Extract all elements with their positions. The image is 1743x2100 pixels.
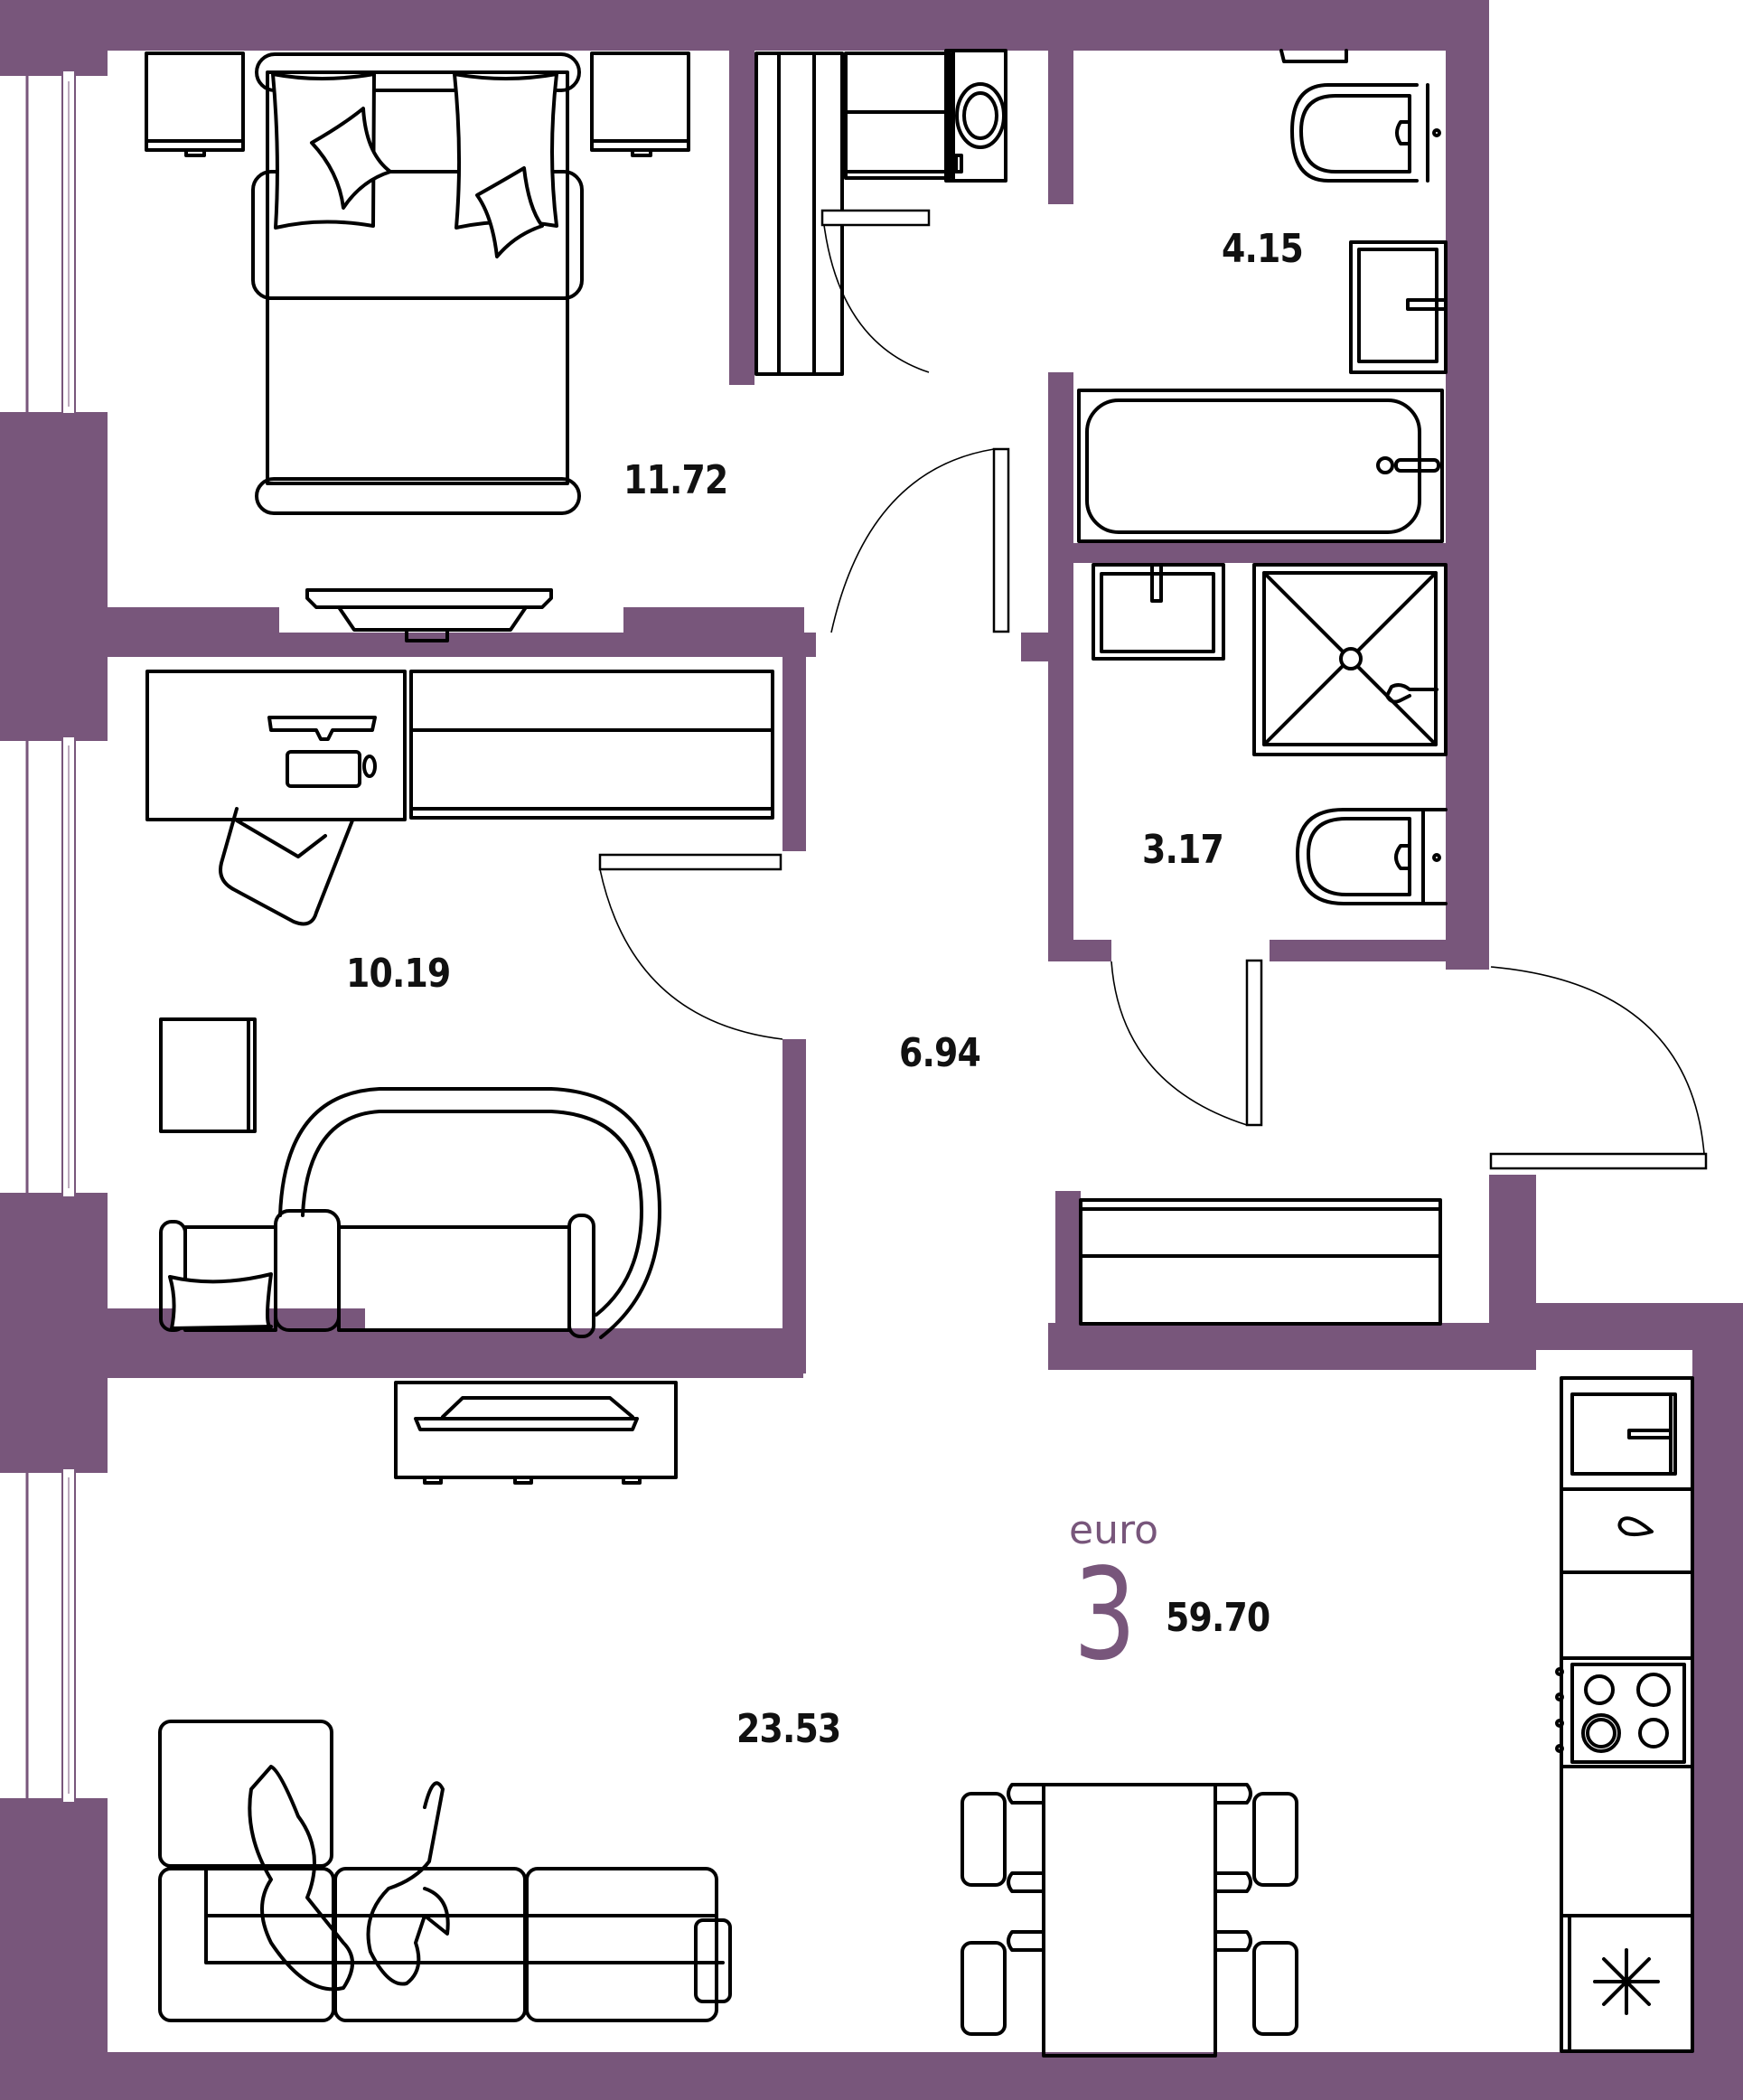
- snowflake-icon: [1593, 1948, 1660, 2015]
- room-count: 3: [1073, 1542, 1137, 1689]
- chair-icon: [1214, 1930, 1298, 2036]
- washing-machine-icon: [944, 49, 1007, 183]
- total-area: 59.70: [1166, 1595, 1270, 1641]
- people-icon: [248, 1765, 450, 1992]
- double-bed-icon: [251, 52, 584, 515]
- toilet-icon: [1290, 83, 1441, 183]
- entrance-door-icon: [1489, 966, 1708, 1170]
- door-icon: [830, 447, 1010, 633]
- window-icon: [0, 1467, 108, 1804]
- towel-rail-icon: [1279, 49, 1348, 63]
- window-icon: [0, 736, 108, 1198]
- dining-table-icon: [1042, 1783, 1217, 2058]
- room-area-bedroom-1: 11.72: [623, 457, 728, 503]
- wardrobe-icon: [409, 670, 774, 820]
- shower-tray-icon: [1252, 563, 1448, 756]
- bathroom-2-furniture: [1092, 563, 1448, 1127]
- door-icon: [820, 209, 931, 373]
- tv-stand-icon: [305, 588, 553, 642]
- door-icon: [598, 853, 783, 1040]
- hallway-furniture: [598, 447, 1708, 1326]
- room-area-bathroom-1: 4.15: [1222, 226, 1304, 272]
- nightstand-icon: [159, 1017, 257, 1133]
- nightstand-icon: [145, 52, 245, 157]
- room-area-living-kitchen: 23.53: [736, 1706, 841, 1752]
- kitchen-counter-icon: [1560, 1376, 1694, 2053]
- toilet-icon: [1296, 808, 1448, 905]
- window-icon: [0, 70, 108, 415]
- desk-icon: [145, 670, 407, 821]
- apartment-type-label: euro: [1069, 1507, 1158, 1553]
- sink-icon: [1092, 563, 1225, 661]
- room-area-bedroom-2: 10.19: [346, 951, 451, 997]
- windows: [0, 70, 108, 1804]
- wardrobe-icon: [1079, 1198, 1442, 1326]
- tv-stand-icon: [394, 1381, 678, 1485]
- cooktop-icon: [1555, 1663, 1686, 1764]
- bedroom-1-furniture: [145, 52, 951, 642]
- bathroom-1-furniture: [944, 49, 1448, 543]
- door-icon: [1110, 959, 1263, 1127]
- room-area-hallway: 6.94: [899, 1030, 981, 1076]
- room-area-bathroom-2: 3.17: [1142, 827, 1224, 873]
- chair-icon: [1214, 1783, 1298, 1893]
- chair-icon: [961, 1930, 1045, 2036]
- corner-sofa-icon: [158, 1720, 732, 2022]
- chair-icon: [961, 1783, 1045, 1893]
- sofa-bed-icon: [159, 1087, 661, 1339]
- living-kitchen-furniture: [158, 1376, 1694, 2058]
- office-chair-icon: [219, 807, 354, 926]
- sink-icon: [1349, 240, 1448, 374]
- kitchen-sink-icon: [1570, 1392, 1677, 1476]
- faucet-icon: [1617, 1516, 1654, 1537]
- wardrobe-icon: [844, 52, 951, 180]
- bathtub-icon: [1077, 389, 1444, 543]
- nightstand-icon: [590, 52, 690, 157]
- bedroom-2-furniture: [145, 670, 774, 1339]
